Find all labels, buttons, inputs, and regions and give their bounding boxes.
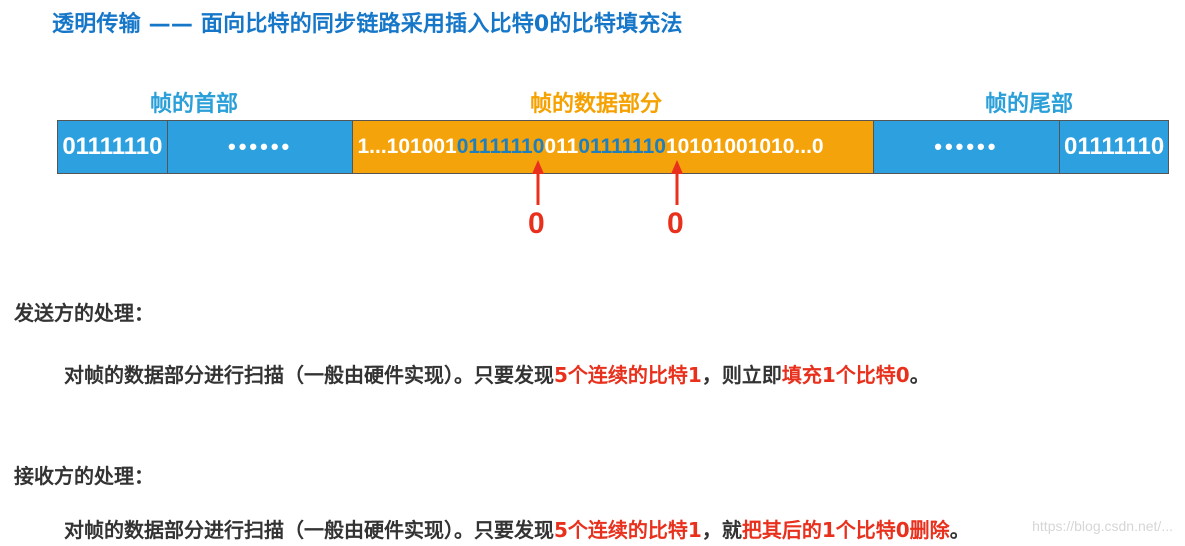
- stuffed-bit-2: 0: [654, 135, 666, 158]
- receiver-text: ，就: [701, 518, 742, 542]
- frame-data-label: 帧的数据部分: [530, 92, 663, 117]
- sender-highlight-action: 填充1个比特0: [781, 363, 910, 387]
- ones-run-1: 0111111: [456, 135, 533, 158]
- receiver-text: 对帧的数据部分进行扫描（一般由硬件实现）。只要发现: [64, 518, 554, 542]
- frame-tail-label: 帧的尾部: [985, 92, 1074, 117]
- start-flag-cell: 01111110: [58, 121, 168, 173]
- receiver-text: 。: [949, 518, 970, 542]
- frame-header-label: 帧的首部: [150, 92, 239, 117]
- data-bits-segment: 1...101001: [357, 135, 457, 158]
- page-title: 透明传输 —— 面向比特的同步链路采用插入比特0的比特填充法: [52, 12, 683, 37]
- end-flag-cell: 01111110: [1060, 121, 1168, 173]
- sender-heading: 发送方的处理：: [14, 301, 154, 325]
- tail-ellipsis-cell: ••••••: [873, 121, 1061, 173]
- receiver-highlight-action: 把其后的1个比特0删除: [741, 518, 950, 542]
- stuffed-bit-1: 0: [532, 135, 545, 158]
- ones-run-2: 0111111: [578, 135, 655, 158]
- receiver-highlight-ones: 5个连续的比特1: [554, 518, 702, 542]
- header-ellipsis-cell: ••••••: [167, 121, 354, 173]
- receiver-heading: 接收方的处理：: [14, 464, 154, 488]
- receiver-description: 对帧的数据部分进行扫描（一般由硬件实现）。只要发现5个连续的比特1，就把其后的1…: [64, 514, 970, 543]
- sender-highlight-ones: 5个连续的比特1: [554, 363, 702, 387]
- sender-text: ，则立即: [701, 363, 782, 387]
- data-bits-segment: 10101001010...0: [665, 135, 824, 158]
- inserted-bit-label-1: 0: [528, 207, 545, 240]
- sender-description: 对帧的数据部分进行扫描（一般由硬件实现）。只要发现5个连续的比特1，则立即填充1…: [64, 359, 930, 388]
- sender-text: 对帧的数据部分进行扫描（一般由硬件实现）。只要发现: [64, 363, 554, 387]
- data-bits-segment: 011: [544, 135, 579, 158]
- inserted-bit-label-2: 0: [667, 207, 684, 240]
- watermark: https://blog.csdn.net/...: [1032, 518, 1173, 534]
- sender-text: 。: [909, 363, 930, 387]
